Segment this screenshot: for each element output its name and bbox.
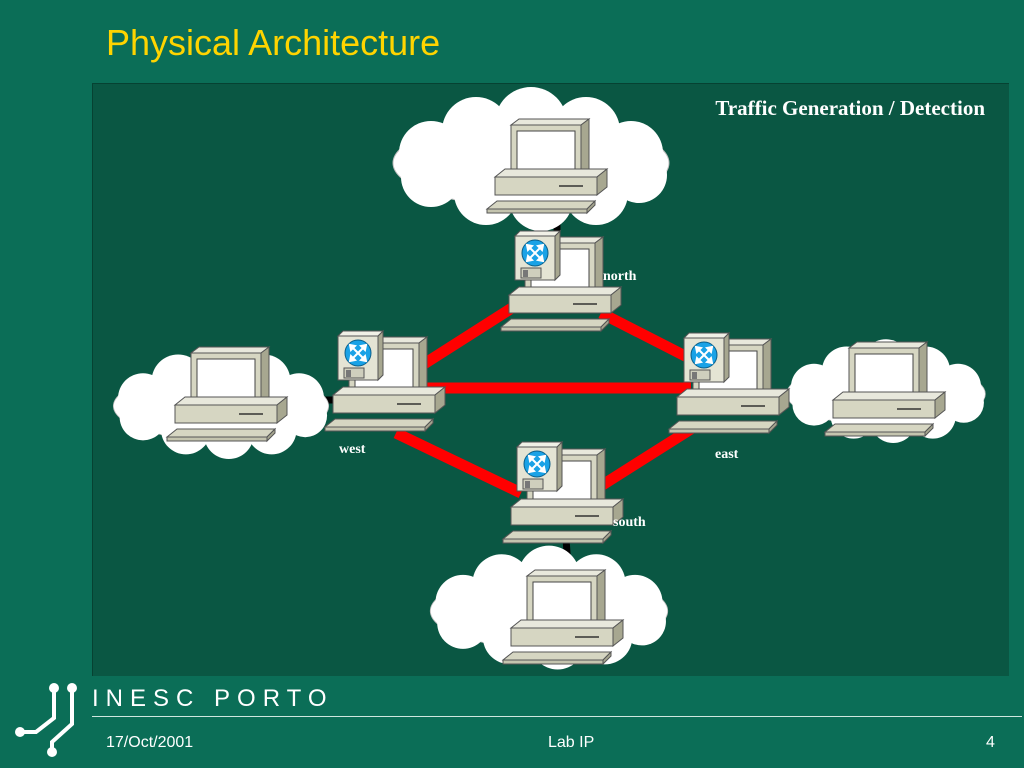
- router-links: [393, 294, 694, 498]
- inesc-logo-icon: [15, 683, 77, 757]
- footer-date: 17/Oct/2001: [106, 734, 194, 751]
- diagram-panel: Traffic Generation / Detection north wes…: [92, 83, 1009, 676]
- slide-title: Physical Architecture: [106, 22, 441, 63]
- node-label-north: north: [603, 269, 637, 284]
- node-label-south: south: [613, 515, 646, 530]
- footer-divider: [92, 716, 1022, 717]
- router-icon: [516, 441, 563, 492]
- page-number: 4: [986, 734, 995, 751]
- node-label-west: west: [339, 442, 366, 457]
- router-icon: [337, 330, 384, 381]
- link-west-south: [393, 428, 524, 498]
- network-diagram: [112, 86, 986, 670]
- node-label-east: east: [715, 447, 739, 462]
- brand-name: INESC PORTO: [92, 685, 334, 712]
- link-north-west: [410, 294, 529, 376]
- router-icon: [683, 332, 730, 383]
- link-north-east: [598, 308, 694, 364]
- link-east-south: [590, 424, 694, 496]
- footer-center: Lab IP: [548, 734, 595, 751]
- router-icon: [514, 230, 561, 281]
- panel-title: Traffic Generation / Detection: [715, 96, 985, 120]
